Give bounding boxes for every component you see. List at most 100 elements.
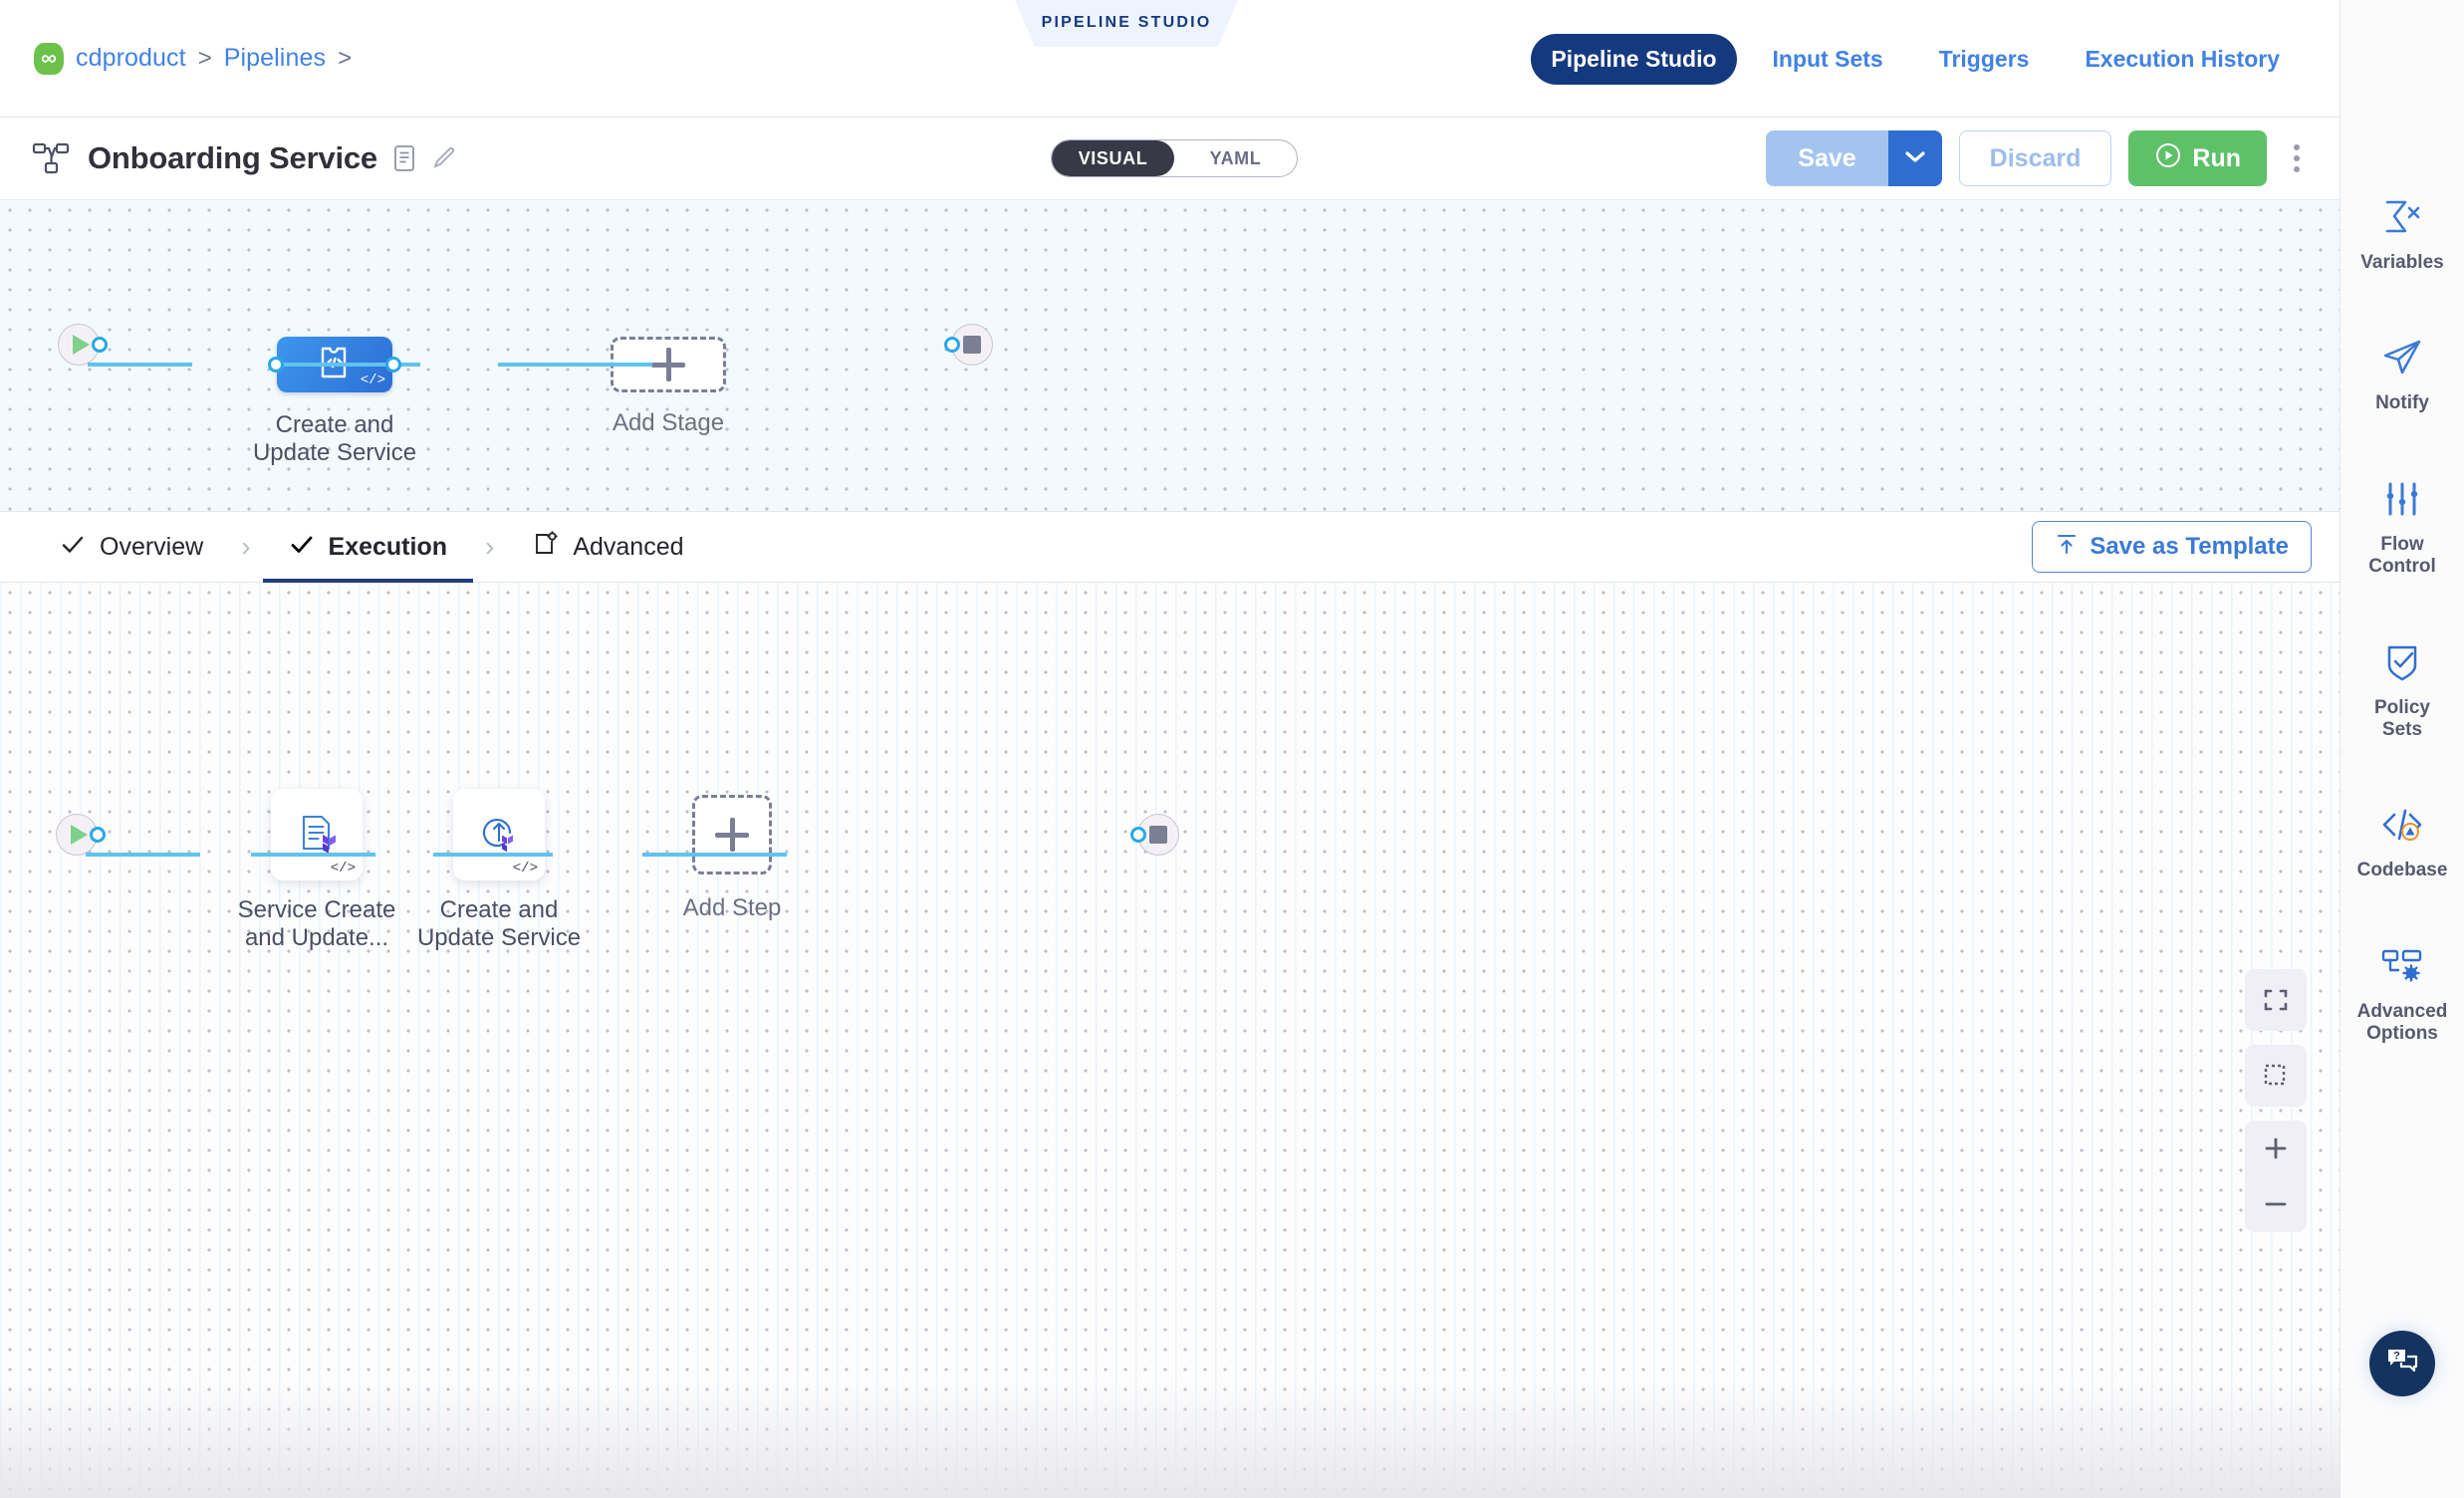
play-circle-icon [2154,141,2182,176]
breadcrumb-pipelines-link[interactable]: Pipelines [223,44,327,72]
kebab-menu-icon[interactable] [2284,138,2310,178]
run-button[interactable]: Run [2128,130,2267,186]
tab-overview-label: Overview [100,532,204,561]
step-zoom-in-button[interactable] [2245,1121,2307,1176]
stage-node-input-port[interactable] [268,357,284,373]
help-chat-button[interactable]: ? [2369,1331,2435,1396]
edge-start-to-step1 [86,853,200,857]
tab-separator-2: › [485,531,495,562]
step-code-badge: </> [330,861,356,876]
sidebar-item-advanced-options[interactable]: Advanced Options [2341,944,2464,1046]
edge-start-to-stage [88,363,192,367]
edit-pipeline-icon[interactable] [431,145,457,171]
stage-node-output-port[interactable] [385,357,401,373]
stage-config-tabs: Overview › Execution › Advanced [0,512,2340,583]
end-node-port[interactable] [1130,827,1146,843]
right-sidebar: Variables Notify Flow Con [2340,0,2464,1498]
top-navigation: Pipeline Studio Input Sets Triggers Exec… [1531,34,2300,85]
breadcrumb-org-link[interactable]: cdproduct [76,44,186,72]
tab-execution-label: Execution [328,532,447,561]
discard-button[interactable]: Discard [1958,130,2112,186]
save-button-group: Save [1766,130,1942,186]
edge-add-to-end [498,363,652,367]
terraform-apply-icon [474,808,524,863]
sidebar-item-codebase[interactable]: Codebase [2341,803,2464,881]
save-as-template-button[interactable]: Save as Template [2032,521,2312,573]
nav-pipeline-studio[interactable]: Pipeline Studio [1531,34,1737,85]
plus-icon [715,818,749,852]
step-zoom-buttons [2245,1121,2307,1232]
save-dropdown-button[interactable] [1887,130,1942,186]
visual-yaml-toggle[interactable]: VISUAL YAML [1051,139,1298,177]
title-bar: Onboarding Service VISUAL YAML [0,118,2340,200]
step-node-create-and-update-service[interactable]: </> Create and Update Service [417,789,581,951]
sidebar-label-advanced-options: Advanced Options [2356,1000,2448,1045]
shield-check-icon [2383,640,2421,684]
sliders-icon [2382,477,2422,521]
step-marquee-select-button[interactable] [2245,1045,2307,1107]
help-chat-icon: ? [2385,1347,2419,1381]
save-as-template-label: Save as Template [2090,533,2289,560]
stage-graph-canvas[interactable]: </> Create and Update Service Add Stage [0,200,2340,512]
chevron-down-icon [1902,148,1928,169]
sidebar-item-variables[interactable]: Variables [2341,195,2464,274]
nodes-gear-icon [2380,944,2424,988]
edge-step1-to-step2 [251,853,375,857]
tab-execution[interactable]: Execution [262,512,474,583]
description-icon[interactable] [393,144,415,172]
top-bar: cdproduct > Pipelines > PIPELINE STUDIO … [0,0,2340,118]
org-logo-icon [34,42,64,75]
svg-text:?: ? [2393,1350,2400,1362]
plus-icon [651,348,685,381]
check-icon [60,532,86,563]
tab-overview[interactable]: Overview [34,512,229,582]
start-node-port[interactable] [90,827,106,843]
stage-node-label: Create and Update Service [252,411,417,467]
add-step-label: Add Step [682,894,782,921]
breadcrumb-separator-1: > [197,44,212,72]
advanced-config-icon [532,531,559,563]
sidebar-item-notify[interactable]: Notify [2341,336,2464,414]
breadcrumb-separator-2: > [338,44,353,72]
pipeline-studio-banner: PIPELINE STUDIO [1015,0,1238,47]
sidebar-item-policy-sets[interactable]: Policy Sets [2341,640,2464,742]
template-upload-icon [2055,532,2079,563]
sidebar-label-variables: Variables [2360,252,2444,273]
step-node-service-create-and-update[interactable]: </> Service Create and Update... [238,789,395,951]
toggle-yaml[interactable]: YAML [1209,147,1262,168]
step-node-box[interactable]: </> [453,789,545,880]
nav-input-sets[interactable]: Input Sets [1772,46,1883,72]
stage-code-badge: </> [360,373,385,388]
sidebar-label-codebase: Codebase [2356,860,2448,881]
sidebar-item-flow-control[interactable]: Flow Control [2341,477,2464,579]
end-node-port[interactable] [944,337,960,353]
run-button-label: Run [2192,143,2241,172]
step-zoom-out-button[interactable] [2245,1176,2307,1232]
pipeline-nodes-icon [32,141,72,175]
step-canvas-controls [2245,969,2307,1232]
start-node-port[interactable] [92,337,108,353]
toggle-visual[interactable]: VISUAL [1052,140,1174,176]
tab-separator-1: › [241,531,251,562]
execution-steps-canvas[interactable]: </> Service Create and Update... [0,583,2340,1498]
check-icon [289,532,315,563]
code-warning-icon [2380,803,2424,847]
nav-triggers[interactable]: Triggers [1938,46,2030,72]
edge-step2-to-add [433,853,553,857]
step-end-node [1130,814,1179,856]
save-button[interactable]: Save [1766,130,1888,186]
stage-start-node [58,324,108,366]
step-code-badge: </> [512,861,538,876]
add-stage-label: Add Stage [612,409,725,436]
add-step-node[interactable]: Add Step [683,795,781,921]
step-fit-to-screen-button[interactable] [2245,969,2307,1031]
add-step-button[interactable] [692,795,772,874]
terraform-plan-icon [292,808,342,863]
step-node-box[interactable]: </> [271,789,363,880]
tab-advanced[interactable]: Advanced [506,512,709,582]
nav-execution-history[interactable]: Execution History [2085,46,2280,72]
sidebar-label-notify: Notify [2375,392,2429,414]
sidebar-label-policy-sets: Policy Sets [2374,696,2430,741]
tab-advanced-label: Advanced [573,532,684,561]
step-start-node [56,814,106,856]
